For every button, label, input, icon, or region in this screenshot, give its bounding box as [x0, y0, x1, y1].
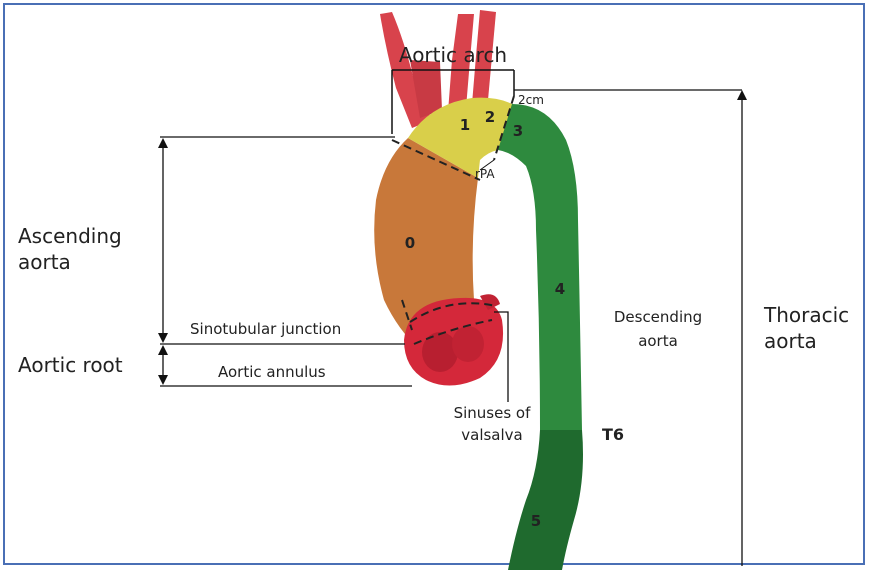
aortic-annulus-label: Aortic annulus — [218, 363, 326, 381]
ascending-aorta-label-line2: aorta — [18, 250, 71, 274]
thoracic-aorta-label-line1: Thoracic — [763, 303, 849, 327]
sinotubular-junction-label: Sinotubular junction — [190, 320, 341, 338]
sinuses-label-line1: Sinuses of — [454, 404, 532, 422]
descending-aorta-label-line2: aorta — [638, 332, 678, 350]
ascending-aorta-label-line1: Ascending — [18, 224, 122, 248]
descending-aorta-label-line1: Descending — [614, 308, 702, 326]
zone-3-label: 3 — [513, 122, 523, 140]
zone-5-label: 5 — [531, 512, 541, 530]
t6-label: T6 — [602, 425, 624, 444]
zone-2-label: 2 — [485, 108, 495, 126]
ascending-dimension-lines — [160, 137, 412, 386]
sinuses-label-line2: valsalva — [461, 426, 522, 444]
aortic-root-label: Aortic root — [18, 353, 123, 377]
zone-3-4-descending-segment — [498, 104, 582, 430]
rpa-label: rPA — [475, 167, 495, 181]
thoracic-aorta-label-line2: aorta — [764, 329, 817, 353]
zone-4-label: 4 — [555, 280, 565, 298]
zone-5-lower-descending-segment — [508, 430, 583, 570]
zone-0-label: 0 — [405, 234, 415, 252]
aortic-arch-label: Aortic arch — [399, 43, 507, 67]
two-cm-label: 2cm — [518, 93, 544, 107]
zone-1-label: 1 — [460, 116, 470, 134]
